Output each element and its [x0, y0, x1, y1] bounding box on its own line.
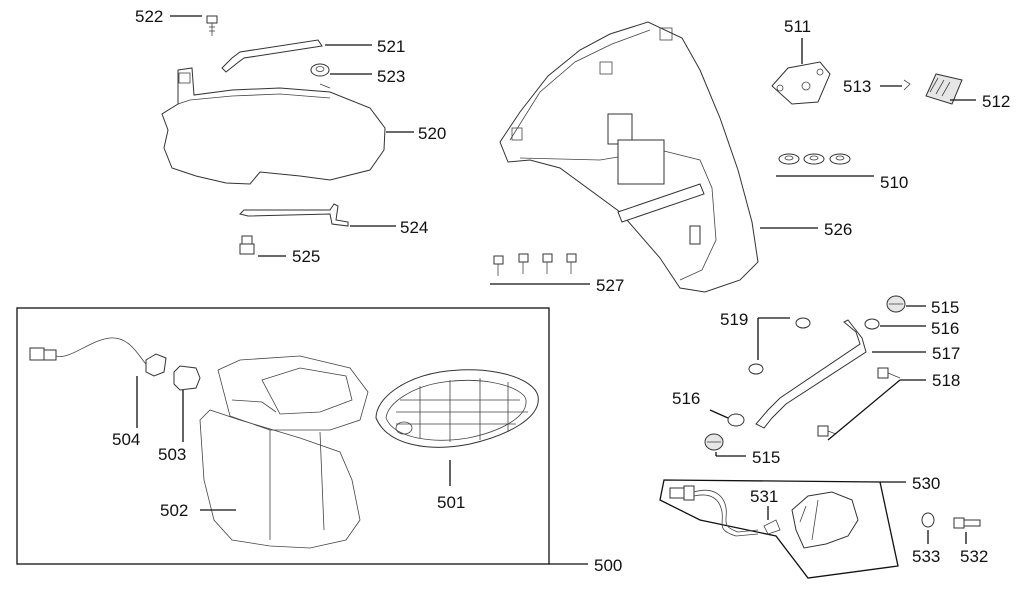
part-515-bolt-upper: [886, 295, 906, 313]
part-521-stay: [221, 39, 323, 73]
part-516-washer-lower: [727, 413, 745, 427]
callout-522: 522: [135, 7, 163, 26]
callout-527: 527: [596, 276, 624, 295]
part-513-clip: [903, 79, 911, 91]
callout-516a: 516: [931, 319, 959, 338]
part-504-harness: [29, 337, 167, 377]
callout-503: 503: [158, 445, 186, 464]
callout-500: 500: [594, 556, 622, 575]
part-520-cover: [161, 67, 386, 185]
part-523-grommet: [310, 63, 331, 89]
callout-521: 521: [377, 37, 405, 56]
part-533-washer: [921, 512, 935, 528]
callout-525: 525: [292, 247, 320, 266]
callout-501: 501: [437, 493, 465, 512]
leader-516b: [709, 409, 729, 419]
part-510-nuts: [778, 153, 851, 165]
part-532-bolt: [953, 517, 981, 529]
part-502-housing: [199, 355, 369, 549]
part-515-bolt-lower: [704, 433, 724, 451]
callout-526: 526: [824, 220, 852, 239]
callout-523: 523: [377, 67, 405, 86]
part-530-light: [791, 491, 859, 549]
part-530-wire-harness: [669, 485, 759, 537]
part-511-bracket: [771, 61, 831, 105]
part-522-bolt: [206, 15, 218, 36]
part-524-stay: [239, 203, 349, 227]
callout-504: 504: [112, 430, 140, 449]
callout-530: 530: [912, 474, 940, 493]
part-501-lens: [375, 369, 539, 448]
callout-532: 532: [960, 547, 988, 566]
callout-524: 524: [400, 218, 428, 237]
callout-511: 511: [784, 17, 811, 36]
callout-513: 513: [843, 77, 871, 96]
part-512-reflector: [925, 73, 963, 105]
callout-502: 502: [160, 501, 188, 520]
callout-531: 531: [750, 487, 778, 506]
part-503-bulb: [173, 365, 201, 391]
callout-518: 518: [932, 371, 960, 390]
part-518-bolts: [817, 367, 901, 437]
part-519-nuts: [748, 317, 811, 375]
part-526-rear-fender: [499, 21, 759, 293]
part-527-bolts: [493, 253, 577, 276]
part-531-socket: [763, 519, 781, 535]
callout-533: 533: [912, 547, 940, 566]
callout-520: 520: [418, 124, 446, 143]
callout-517: 517: [932, 344, 960, 363]
callout-519: 519: [720, 310, 748, 329]
callout-510: 510: [880, 173, 908, 192]
part-516-washer-upper: [864, 318, 880, 330]
group-500-box: [16, 307, 550, 565]
group-530-outline: [659, 479, 899, 579]
leader-518-diag: [827, 379, 901, 441]
part-525-bolt: [239, 235, 255, 255]
callout-516b: 516: [672, 389, 700, 408]
callout-515b: 515: [752, 448, 780, 467]
part-517-plate-bracket: [755, 319, 867, 429]
callout-512: 512: [982, 92, 1010, 111]
callout-515a: 515: [931, 298, 959, 317]
